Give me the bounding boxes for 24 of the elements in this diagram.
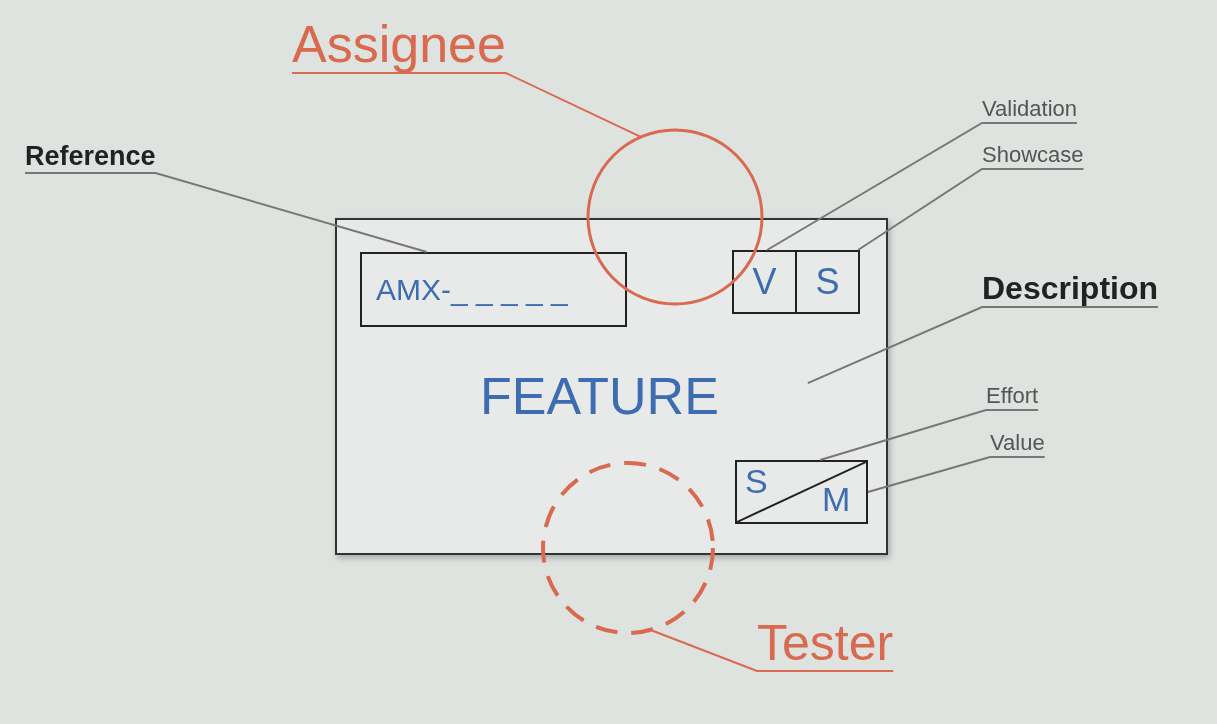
leader-line (24, 172, 428, 253)
value-letter: M (822, 482, 851, 516)
leader-line (766, 122, 1078, 251)
leader-line (806, 306, 1160, 385)
callout-label: Tester (757, 618, 894, 668)
leader-line (651, 629, 895, 672)
validation-box: V (732, 250, 797, 314)
callout-label: Effort (986, 385, 1039, 407)
leader-line (857, 168, 1085, 251)
callout-label: Reference (25, 143, 156, 170)
callout-label: Showcase (982, 144, 1084, 166)
reference-field: AMX-_ _ _ _ _ (360, 252, 627, 327)
callout-label: Validation (982, 98, 1077, 120)
showcase-box: S (795, 250, 860, 314)
leader-line (867, 456, 1046, 493)
card-title: FEATURE (480, 370, 719, 422)
card (335, 218, 888, 555)
leader-line (291, 72, 642, 138)
effort-letter: S (745, 464, 768, 498)
callout-label: Description (982, 272, 1159, 304)
callout-label: Assignee (292, 18, 506, 70)
callout-label: Value (990, 432, 1045, 454)
tester-circle (540, 460, 716, 636)
leader-line (819, 409, 1040, 461)
